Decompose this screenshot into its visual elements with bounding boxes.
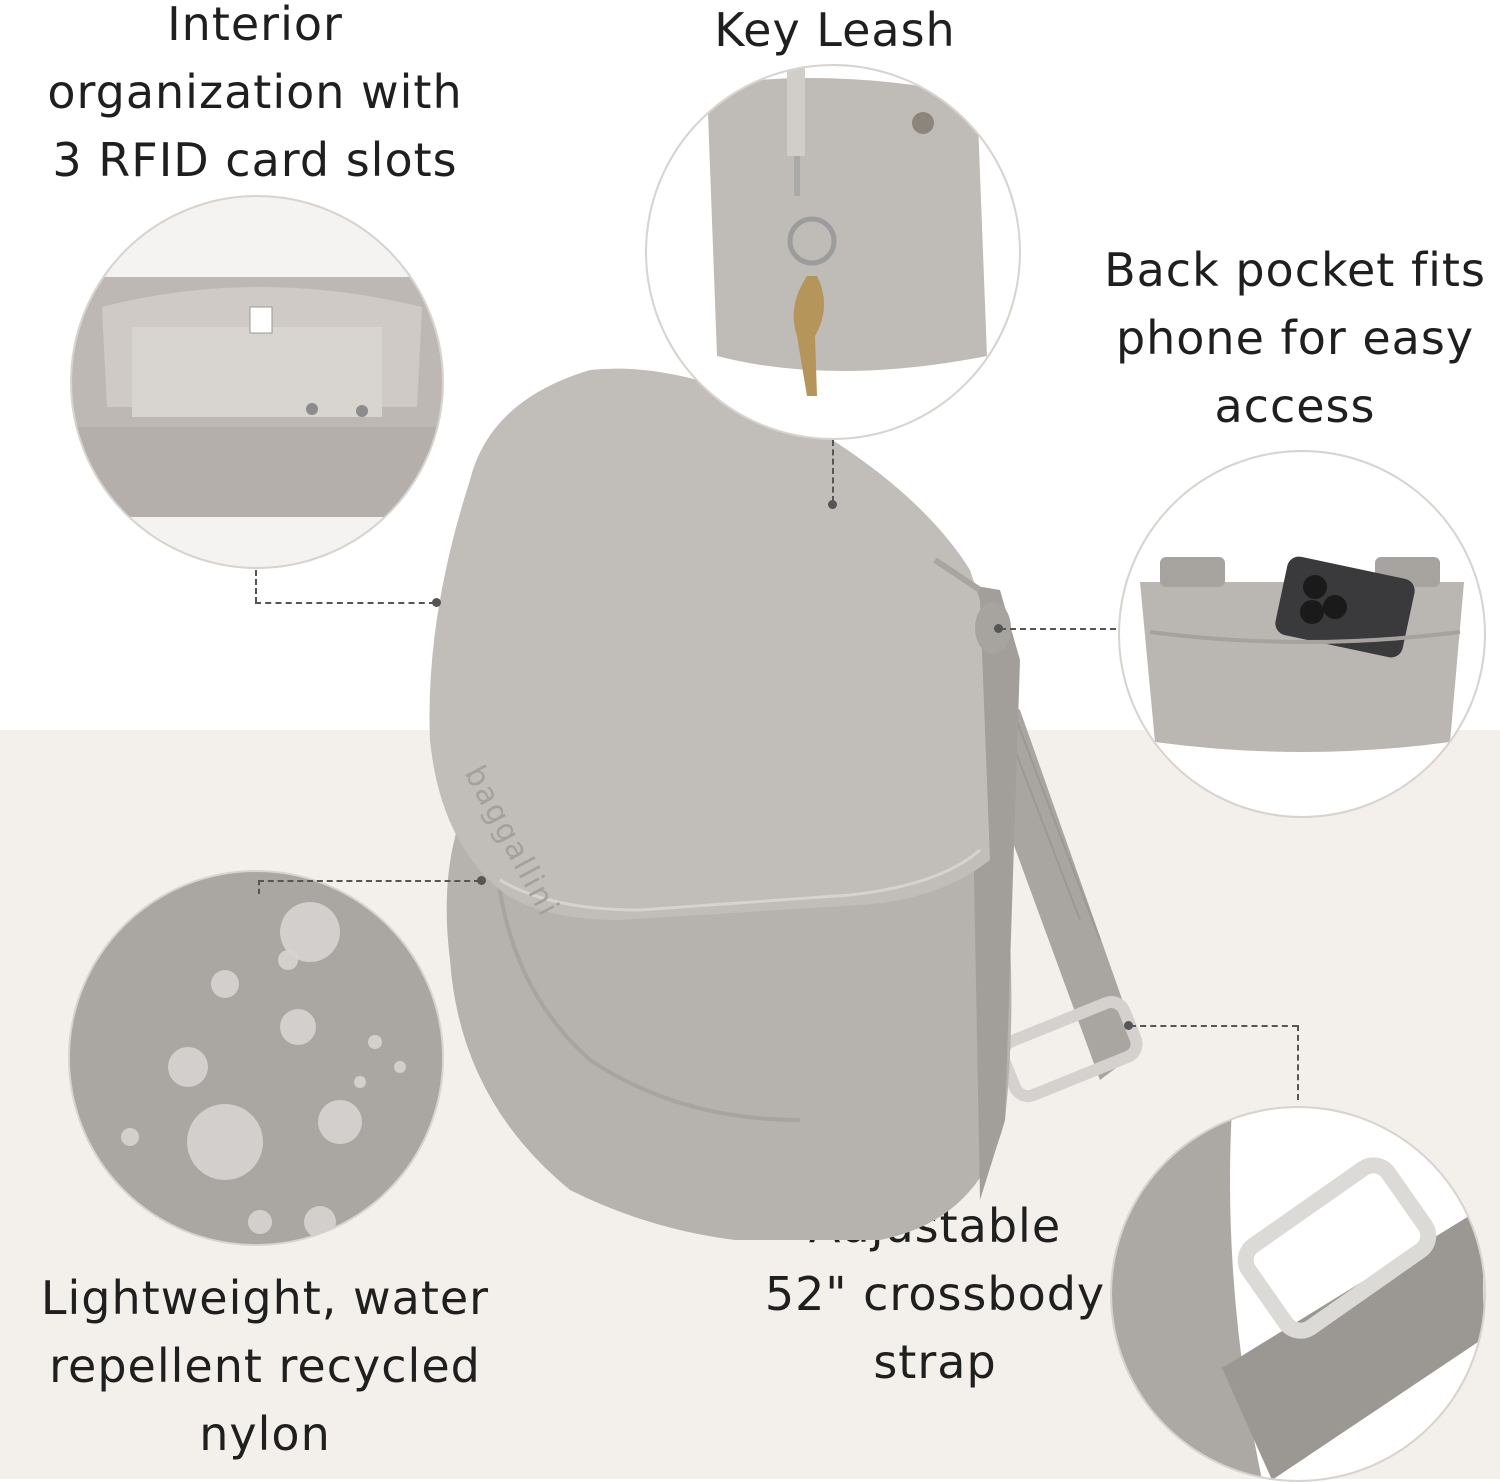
water-repellent-nylon-detail-image: [68, 870, 444, 1246]
connector-interior: [255, 602, 435, 604]
connector-dot-strap: [1124, 1021, 1133, 1030]
caption-lightweight-nylon: Lightweight, water repellent recycled ny…: [40, 1271, 490, 1461]
connector-dot-interior: [432, 598, 441, 607]
caption-interior-organization: Interior organization with 3 RFID card s…: [47, 0, 463, 187]
key-leash-detail-image: [645, 64, 1021, 440]
connector-nylon: [258, 880, 480, 882]
connector-strap: [1297, 1025, 1299, 1100]
interior-detail-image: [70, 195, 444, 569]
connector-dot-nylon: [477, 876, 486, 885]
connector-dot-key: [828, 500, 837, 509]
back-pocket-detail-image: [1118, 450, 1486, 818]
connector-interior: [255, 570, 257, 603]
crossbody-bag-image: [429, 368, 1143, 1240]
caption-back-pocket: Back pocket fits phone for easy access: [1104, 243, 1486, 433]
connector-pocket: [1000, 628, 1116, 630]
connector-dot-pocket: [994, 624, 1003, 633]
connector-strap: [1130, 1025, 1298, 1027]
adjustable-strap-detail-image: [1110, 1106, 1486, 1482]
connector-nylon: [258, 880, 260, 894]
caption-key-leash: Key Leash: [714, 3, 956, 57]
connector-key: [832, 440, 834, 502]
